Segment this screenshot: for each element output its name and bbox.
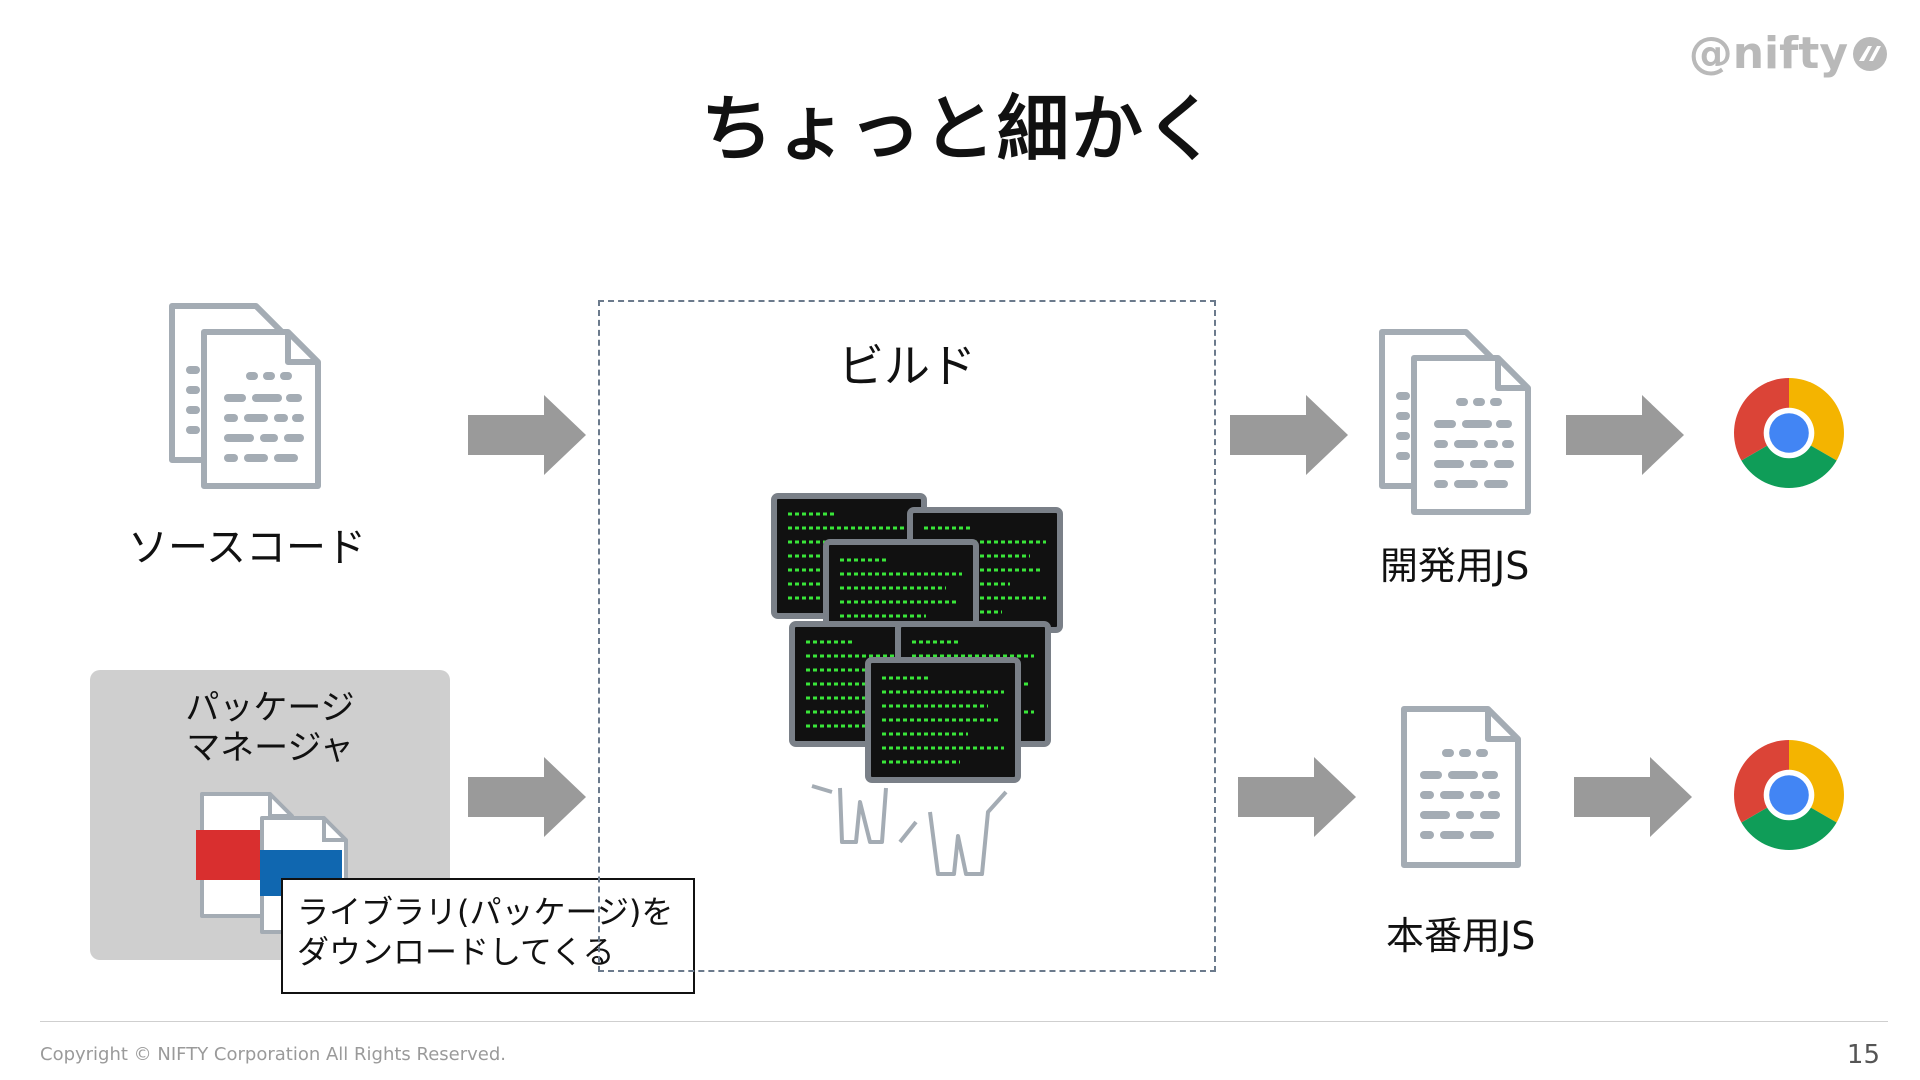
source-code-documents-icon bbox=[169, 303, 321, 489]
package-manager-label-line2: マネージャ bbox=[186, 728, 354, 768]
page-number: 15 bbox=[1846, 1040, 1880, 1070]
nifty-logo-mark-icon bbox=[1853, 36, 1887, 71]
arrow-build-to-dev-icon bbox=[1230, 395, 1348, 475]
callout-line1: ライブラリ(パッケージ)を bbox=[297, 893, 674, 931]
chrome-icon-dev bbox=[1734, 378, 1844, 488]
source-code-label: ソースコード bbox=[128, 525, 366, 571]
build-label: ビルド bbox=[838, 339, 976, 393]
library-download-callout: ライブラリ(パッケージ)を ダウンロードしてくる bbox=[281, 878, 695, 994]
build-box bbox=[598, 300, 1216, 972]
prod-js-label: 本番用JS bbox=[1386, 914, 1536, 958]
copyright-text: Copyright © NIFTY Corporation All Rights… bbox=[40, 1044, 507, 1065]
callout-line2: ダウンロードしてくる bbox=[297, 933, 615, 971]
nifty-logo: @nifty bbox=[1689, 28, 1890, 79]
footer-divider bbox=[40, 1021, 1888, 1022]
logo-text: @nifty bbox=[1688, 28, 1848, 79]
computer-workers-illustration bbox=[770, 492, 1070, 876]
dev-js-documents-icon bbox=[1379, 329, 1531, 515]
arrow-build-to-prod-icon bbox=[1238, 757, 1356, 837]
slide-title: ちょっと細かく bbox=[700, 87, 1219, 171]
package-manager-label-line1: パッケージ bbox=[185, 688, 355, 728]
package-manager-label: パッケージ マネージャ bbox=[90, 688, 450, 768]
chrome-icon-prod bbox=[1734, 740, 1844, 850]
arrow-package-to-build-icon bbox=[468, 757, 586, 837]
arrow-dev-to-browser-icon bbox=[1566, 395, 1684, 475]
arrow-source-to-build-icon bbox=[468, 395, 586, 475]
dev-js-label: 開発用JS bbox=[1380, 544, 1530, 588]
prod-js-document-icon bbox=[1401, 706, 1521, 868]
arrow-prod-to-browser-icon bbox=[1574, 757, 1692, 837]
